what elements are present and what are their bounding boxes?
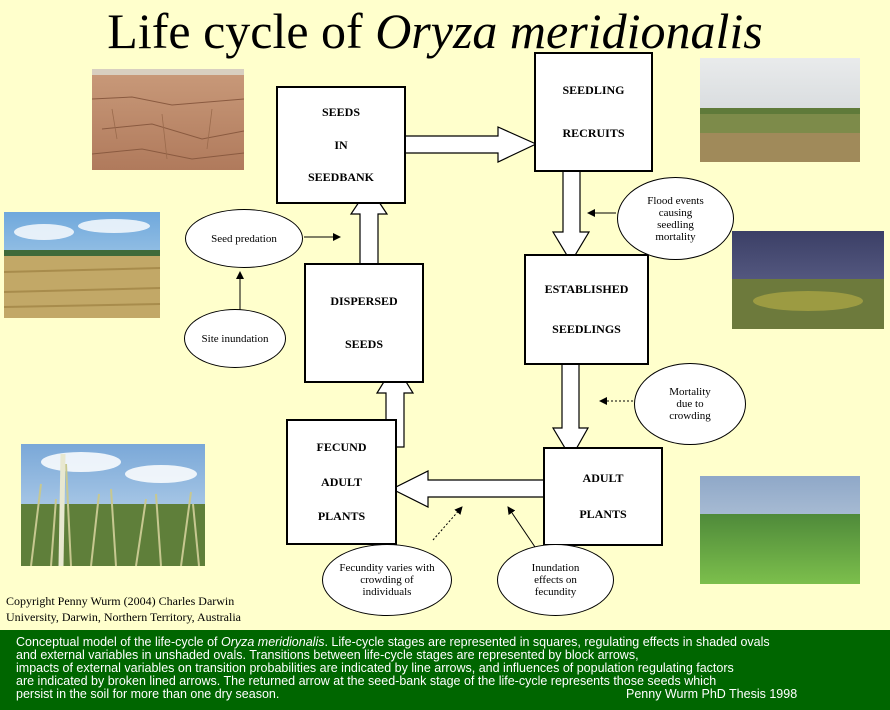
copyright-line: University, Darwin, Northern Territory, … [6, 610, 241, 624]
stage-seeds-in-seedbank: SEEDS IN SEEDBANK [276, 86, 406, 204]
stage-label-line: ESTABLISHED [544, 281, 629, 296]
caption-line-1: Conceptual model of the life-cycle of Or… [16, 635, 770, 649]
oval-inundation-effects: Inundation effects on fecundity [497, 544, 614, 616]
stage-dispersed-seeds: DISPERSED SEEDS [304, 263, 424, 383]
block-arrow-established-to-adult [551, 355, 590, 460]
stage-label-line: SEEDS [321, 105, 361, 120]
stage-label-line: ADULT [321, 474, 362, 489]
stormy-field-photo [732, 231, 884, 329]
copyright-notice: Copyright Penny Wurm (2004) Charles Darw… [6, 593, 296, 625]
oval-flood-events: Flood events causing seedling mortality [617, 177, 734, 260]
stage-label-line: PLANTS [317, 508, 366, 523]
title-species: Oryza meridionalis [375, 3, 763, 59]
page-title: Life cycle of Oryza meridionalis [0, 2, 870, 60]
oval-site-inundation: Site inundation [184, 309, 286, 368]
stage-seedling-recruits: SEEDLING RECRUITS [534, 52, 653, 172]
caption-footer: Conceptual model of the life-cycle of Or… [0, 630, 890, 710]
broken-arrow-fecundity-varies [432, 506, 463, 541]
block-arrow-seedbank-to-recruits [396, 126, 538, 163]
oval-mortality-crowding: Mortality due to crowding [634, 363, 746, 445]
dry-cracked-field-photo [92, 69, 244, 170]
tall-rice-plants-photo [21, 444, 205, 566]
oval-fecundity-varies: Fecundity varies with crowding of indivi… [322, 544, 452, 616]
line-arrow-inundation-effects [507, 506, 536, 548]
copyright-line: Copyright Penny Wurm (2004) Charles Darw… [6, 594, 235, 608]
caption-line-2: and external variables in unshaded ovals… [16, 648, 639, 662]
caption-line-3: impacts of external variables on transit… [16, 661, 734, 675]
stage-label-line: ADULT [582, 470, 624, 485]
stage-label-line: RECRUITS [562, 126, 625, 141]
block-arrow-adult-to-fecund [390, 470, 554, 508]
stage-label-line: DISPERSED [330, 293, 398, 308]
stage-label-line: SEEDBANK [307, 169, 375, 184]
title-text: Life cycle of [107, 3, 376, 59]
green-rice-field-photo [700, 476, 860, 584]
stage-label-line: SEEDLINGS [552, 322, 621, 337]
stage-label-line: PLANTS [579, 507, 627, 522]
stage-adult-plants: ADULT PLANTS [543, 447, 663, 546]
oval-seed-predation: Seed predation [185, 209, 303, 268]
caption-line-5: persist in the soil for more than one dr… [16, 687, 798, 701]
dry-grass-field-photo [4, 212, 160, 318]
stage-fecund-adult-plants: FECUND ADULT PLANTS [286, 419, 397, 545]
stage-established-seedlings: ESTABLISHED SEEDLINGS [524, 254, 649, 365]
stage-label-line: FECUND [316, 440, 367, 455]
stage-label-line: SEEDS [344, 337, 384, 352]
stage-label-line: SEEDLING [562, 82, 625, 97]
green-field-horizon-photo [700, 58, 860, 162]
block-arrow-recruits-to-established [551, 162, 591, 264]
thesis-credit: Penny Wurm PhD Thesis 1998 [626, 687, 798, 701]
caption-line-4: are indicated by broken lined arrows. Th… [16, 674, 717, 688]
stage-label-line: IN [334, 137, 348, 152]
